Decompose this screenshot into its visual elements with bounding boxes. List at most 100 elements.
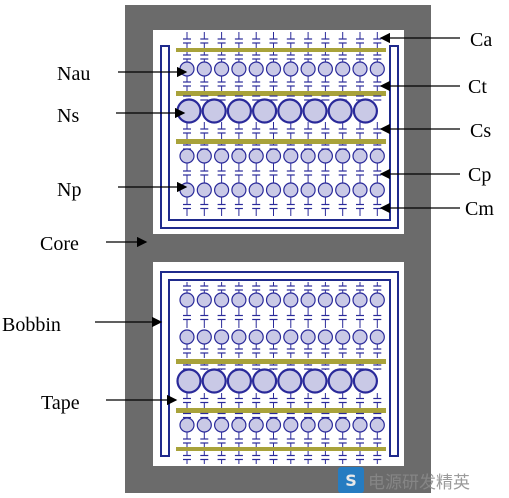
label-np: Np — [57, 179, 81, 201]
label-cs: Cs — [470, 120, 491, 142]
watermark-logo-icon: S — [338, 467, 364, 493]
insulation-tape — [176, 447, 386, 451]
wire-turn — [317, 148, 333, 164]
wire-turn — [317, 329, 333, 345]
secondary-wire-turn — [201, 368, 227, 394]
wire-turn — [265, 417, 282, 433]
wire-turn — [248, 417, 264, 433]
wire-turn — [352, 182, 368, 198]
wire-turn — [231, 292, 247, 308]
label-nau: Nau — [57, 63, 90, 85]
wire-turn — [352, 417, 368, 433]
wire-turn — [265, 292, 282, 308]
insulation-tape — [176, 91, 386, 96]
wire-turn — [196, 148, 212, 164]
wire-turn — [265, 61, 282, 77]
wire-turn — [179, 292, 195, 308]
wire-turn — [248, 329, 264, 345]
wire-turn — [335, 329, 351, 345]
wire-turn — [300, 417, 316, 433]
lower-winding-window — [153, 262, 404, 466]
label-ns: Ns — [57, 105, 79, 127]
wire-turn — [335, 417, 351, 433]
secondary-wire-turn — [352, 368, 378, 394]
wire-turn — [300, 182, 316, 198]
wire-turn — [335, 292, 351, 308]
wire-turn — [196, 292, 212, 308]
wire-turn — [369, 182, 385, 198]
secondary-wire-turn — [327, 98, 353, 124]
upper-winding-window — [153, 30, 404, 234]
wire-turn — [214, 148, 230, 164]
wire-turn — [352, 292, 368, 308]
wire-turn — [352, 148, 368, 164]
wire-turn — [179, 329, 195, 345]
wire-turn — [179, 182, 195, 198]
wire-turn — [283, 182, 299, 198]
secondary-wire-turn — [201, 98, 227, 124]
wire-turn — [214, 329, 230, 345]
secondary-wire-turn — [302, 98, 328, 124]
insulation-tape — [176, 139, 386, 144]
insulation-tape — [176, 408, 386, 413]
label-arrows — [95, 32, 460, 406]
wire-turn — [335, 148, 351, 164]
wire-turn — [300, 148, 316, 164]
bobbin-upper — [160, 45, 399, 229]
label-cp: Cp — [468, 164, 491, 186]
wire-turn — [317, 182, 333, 198]
secondary-wire-turn — [226, 98, 252, 124]
wire-turn — [265, 329, 282, 345]
secondary-wire-turn — [327, 368, 353, 394]
wire-turn — [179, 61, 195, 77]
wire-turn — [214, 292, 230, 308]
wire-turn — [265, 182, 282, 198]
wire-turn — [283, 292, 299, 308]
wire-turn — [231, 417, 247, 433]
wire-turn — [283, 417, 299, 433]
label-bobbin: Bobbin — [2, 314, 61, 336]
insulation-tape — [176, 359, 386, 364]
wire-turn — [283, 329, 299, 345]
wire-turn — [248, 148, 264, 164]
label-tape: Tape — [41, 392, 80, 414]
wire-turn — [231, 329, 247, 345]
wire-turn — [265, 148, 282, 164]
wire-turn — [248, 61, 264, 77]
label-ca: Ca — [470, 29, 492, 51]
wire-turn — [196, 61, 212, 77]
wire-turn — [317, 417, 333, 433]
secondary-wire-turn — [277, 368, 303, 394]
watermark: S 电源研发精英 — [338, 462, 509, 498]
wire-turn — [335, 182, 351, 198]
wire-turn — [352, 61, 368, 77]
wire-turn — [231, 148, 247, 164]
secondary-wire-turn — [302, 368, 328, 394]
wire-turn — [369, 329, 385, 345]
wire-turn — [214, 61, 230, 77]
insulation-tape — [176, 48, 386, 52]
wire-turn — [231, 61, 247, 77]
wire-turn — [335, 61, 351, 77]
wire-turn — [196, 417, 212, 433]
secondary-wire-turn — [176, 368, 202, 394]
wire-turn — [352, 329, 368, 345]
wire-turn — [248, 292, 264, 308]
wire-turn — [179, 148, 195, 164]
wire-turn — [369, 292, 385, 308]
label-cm: Cm — [465, 198, 494, 220]
wire-turn — [300, 61, 316, 77]
wire-turn — [283, 148, 299, 164]
watermark-text: 电源研发精英 — [368, 472, 470, 493]
wire-turn — [179, 417, 195, 433]
wire-turn — [317, 61, 333, 77]
wire-turn — [231, 182, 247, 198]
secondary-wire-turn — [176, 98, 202, 124]
wire-turn — [369, 148, 385, 164]
secondary-wire-turn — [252, 98, 278, 124]
wire-turn — [300, 329, 316, 345]
wire-turn — [196, 329, 212, 345]
secondary-wire-turn — [226, 368, 252, 394]
upper-window-area — [153, 30, 404, 234]
